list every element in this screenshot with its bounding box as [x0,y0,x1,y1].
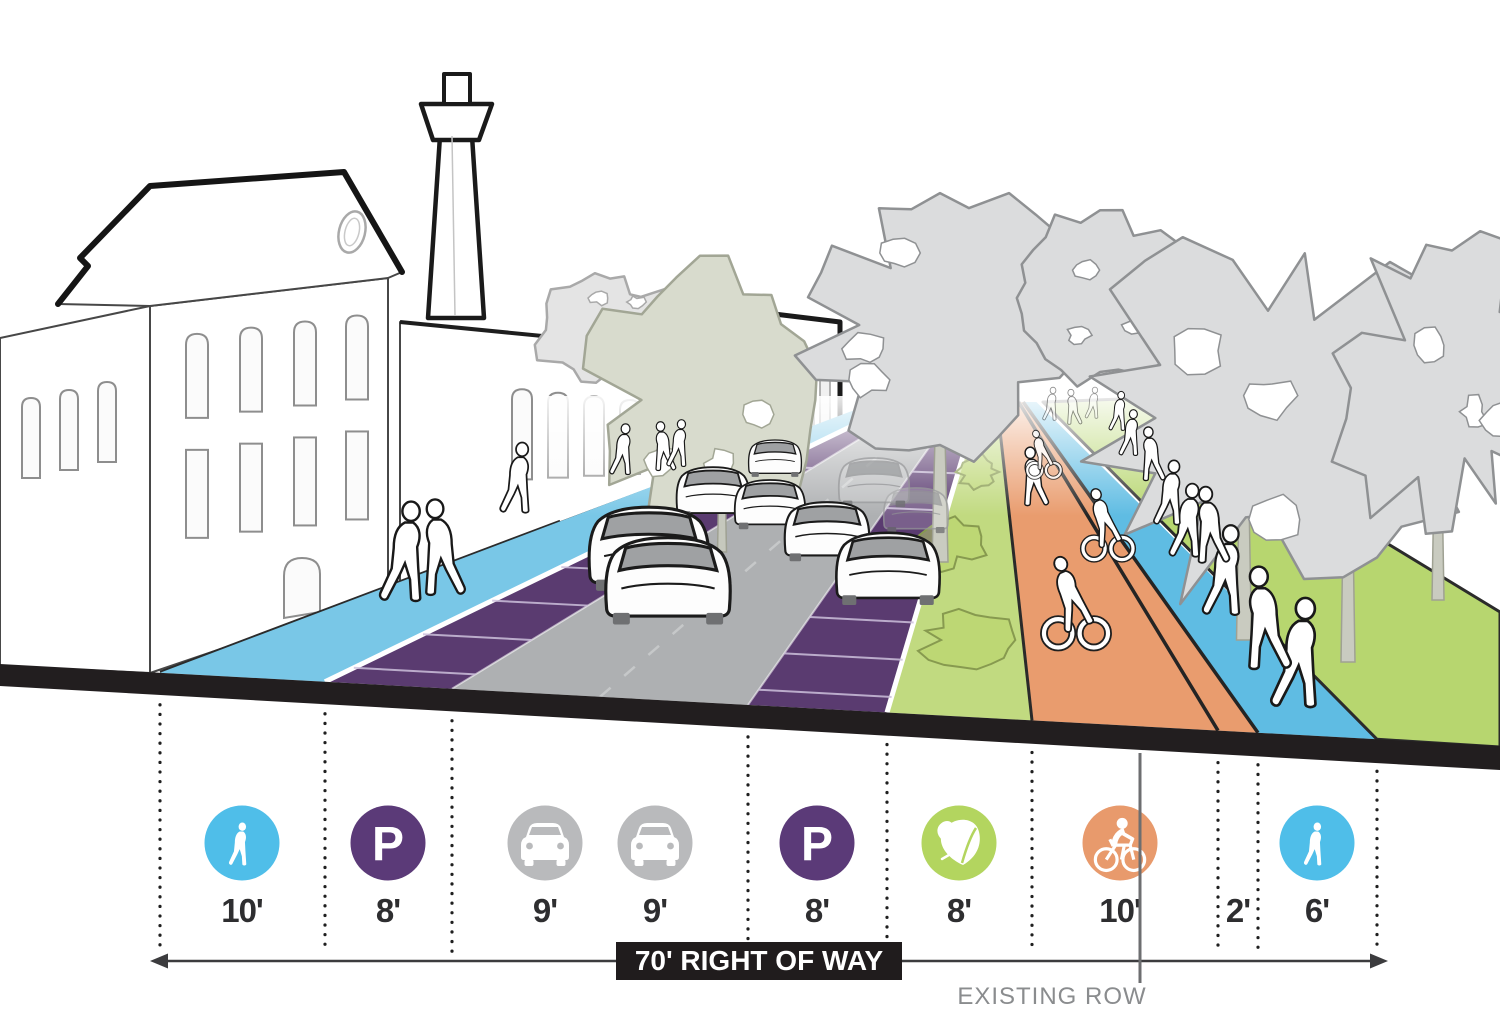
canopy-gap [848,362,891,399]
window [59,388,79,471]
parking-tick [492,599,588,607]
canopy-gap [1242,380,1299,422]
canopy-gap [1248,493,1301,541]
existing-row-callout: EXISTING ROW [957,753,1146,1010]
cyclist-figure [1023,428,1063,480]
parking-tick [784,652,903,661]
lane-width-label: 6' [1305,892,1329,929]
svg-text:P: P [372,818,404,871]
shrub [916,607,1017,671]
window [293,320,317,407]
ghost-car [837,457,911,509]
cyclist-figure [1076,486,1137,563]
tree-canopy [793,191,1096,463]
cyclist-figure [1035,553,1112,652]
window [345,430,369,521]
window [185,448,209,539]
window [239,326,263,413]
canopy-gap [879,237,922,268]
arrow-right-icon [1370,953,1388,969]
lane-width-label: 2' [1226,892,1250,929]
pedestrians-cyclists-illustration [378,386,1317,709]
lane-car-icon [507,805,583,881]
lane-width-label: 9' [533,892,557,929]
lane-pedestrian-icon [1279,805,1355,881]
window [293,436,317,527]
right-of-way-box [616,942,902,980]
parking-tick [809,616,914,624]
parking-tick [758,688,892,698]
trees-illustration [533,191,1500,663]
lane-width-label: 10' [221,892,263,929]
tree-canopy [1079,235,1484,606]
car [747,439,803,478]
svg-text:P: P [801,818,833,871]
canopy-gap [1071,258,1101,281]
canopy-gap [840,331,885,364]
window [239,442,263,533]
canopy-gap [625,294,648,310]
lane-pedestrian-icon [204,805,280,881]
window [97,380,117,463]
right-of-way-label: 70' RIGHT OF WAY [635,945,884,976]
road-centerline [599,401,942,698]
canopy-gap [587,290,609,307]
lane-parking-icon: P [350,805,426,881]
tree-canopy [1330,229,1500,536]
canopy-gap [742,399,775,429]
dimension-annotation: 10' P 8' 9' 9' P 8' 8' 10' 2' 6' [158,703,1379,954]
lane-width-label: 10' [1099,892,1141,929]
lane-width-label: 9' [643,892,667,929]
lane-bike-icon [1082,805,1158,881]
entrance-arch [283,556,321,620]
parking-tick [422,633,532,641]
lane-width-label: 8' [805,892,829,929]
lane-parking-icon: P [779,805,855,881]
canopy-gap [1066,325,1094,346]
canopy-gap [1173,327,1222,376]
lane-leaf-icon [921,805,997,881]
existing-row-label: EXISTING ROW [957,983,1146,1010]
arrow-left-icon [150,953,168,969]
car [604,536,732,627]
canopy-gap [1413,326,1445,364]
lane-width-label: 8' [947,892,971,929]
car [835,531,941,607]
parking-tick [353,666,476,676]
lane-width-label: 8' [376,892,400,929]
window [21,396,41,479]
canopy-gap [1478,402,1500,437]
section-cut-edge [0,664,1500,770]
window [185,332,209,419]
window [345,314,369,401]
lane-car-icon [617,805,693,881]
right-of-way-callout: 70' RIGHT OF WAY [150,942,1388,980]
